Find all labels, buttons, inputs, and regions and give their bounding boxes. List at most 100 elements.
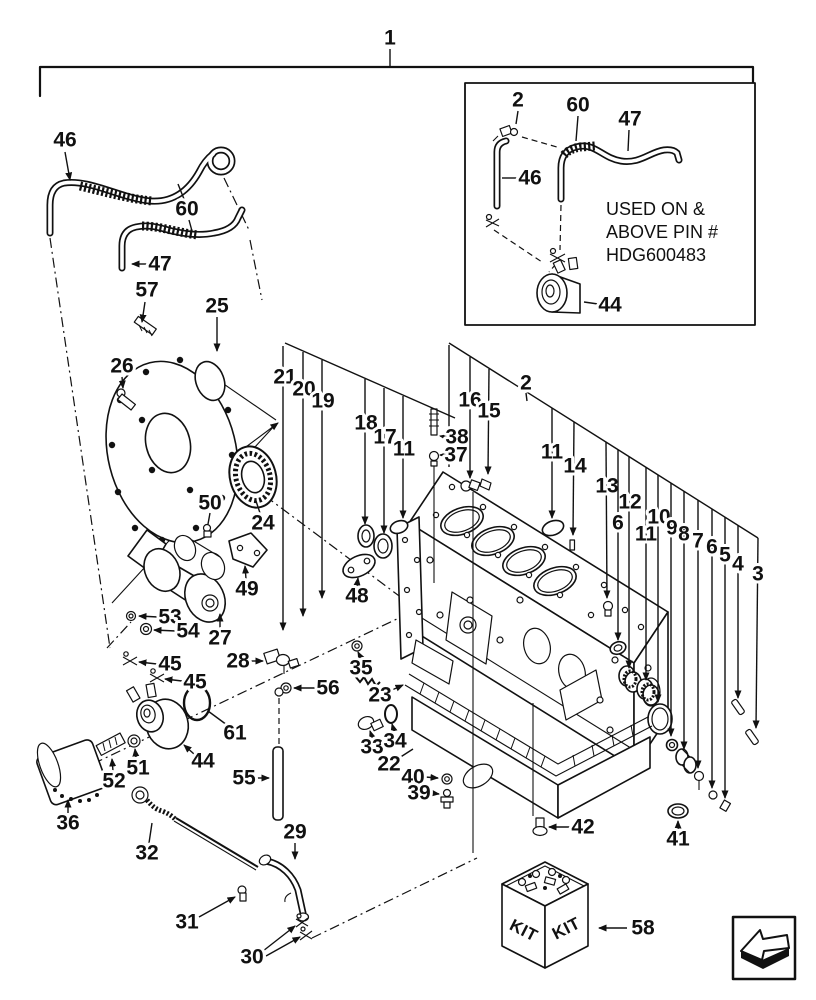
bolt-35 — [351, 640, 363, 652]
callout-6: 6 — [612, 512, 624, 535]
leader-line-24 — [255, 500, 261, 514]
clip-15 — [479, 478, 492, 491]
callout-55: 55 — [232, 767, 256, 790]
oil-pan-22 — [411, 696, 651, 819]
inset-note-line1: USED ON & — [606, 199, 705, 219]
inset-box: USED ON & ABOVE PIN # HDG600483 — [464, 82, 756, 326]
oil-pressure-sender-28 — [263, 648, 300, 674]
callout-45: 45 — [183, 671, 207, 694]
bolt-26 — [116, 388, 136, 411]
callout-35: 35 — [349, 657, 373, 680]
leader-line-60 — [188, 219, 193, 232]
assembly-bracket — [38, 65, 755, 98]
inset-hose-47 — [548, 141, 683, 273]
leader-line-51 — [132, 748, 140, 759]
leader-line-47 — [627, 129, 630, 152]
callout-10: 10 — [647, 506, 670, 529]
callout-42: 42 — [571, 816, 594, 839]
leader-line-3 — [752, 537, 760, 729]
ball-37 — [428, 450, 440, 467]
washer-56 — [280, 682, 292, 694]
back-arrow-base — [741, 948, 789, 969]
callout-40: 40 — [401, 766, 424, 789]
callout-6: 6 — [706, 536, 718, 559]
callout-38: 38 — [445, 426, 469, 449]
oring-61 — [182, 684, 212, 722]
callout-57: 57 — [135, 279, 158, 302]
leader-line-60 — [177, 183, 185, 200]
leader-line-23 — [391, 684, 404, 692]
callout-5: 5 — [719, 544, 731, 567]
leader-line-48 — [353, 577, 361, 587]
callout-50: 50 — [198, 492, 221, 515]
corner-nav-icon[interactable] — [731, 915, 797, 981]
callout-15: 15 — [477, 400, 501, 423]
callout-25: 25 — [205, 295, 229, 318]
callout-60: 60 — [566, 94, 589, 117]
dipstick-tube-29 — [258, 854, 310, 922]
callout-41: 41 — [666, 828, 690, 851]
callout-20: 20 — [292, 378, 315, 401]
callout-45: 45 — [158, 653, 182, 676]
dipstick-32 — [131, 786, 259, 871]
tube-55 — [272, 687, 284, 821]
callout-31: 31 — [175, 911, 199, 934]
bolt-39 — [440, 788, 454, 809]
callout-3: 3 — [752, 563, 764, 586]
leader-line-45 — [138, 659, 158, 667]
callout-36: 36 — [56, 812, 79, 835]
seals-left — [357, 519, 409, 559]
callout-56: 56 — [316, 677, 339, 700]
callout-11: 11 — [393, 438, 416, 461]
starter-27 — [127, 529, 227, 623]
stud-57 — [133, 315, 157, 337]
leader-line-39 — [430, 789, 440, 797]
callout-2: 2 — [520, 372, 532, 395]
callout-61: 61 — [223, 722, 247, 745]
inset-oil-cooler-44 — [536, 256, 581, 314]
leader-line-26 — [118, 376, 126, 389]
inset-note-line2: ABOVE PIN # — [606, 222, 718, 242]
callout-24: 24 — [251, 512, 275, 535]
callout-29: 29 — [283, 821, 306, 844]
leader-line-35 — [357, 651, 365, 661]
leader-line-30 — [265, 936, 301, 957]
kit-box-58: KIT KIT — [501, 861, 589, 969]
oil-cooler-44 — [125, 682, 190, 750]
callout-44: 44 — [598, 294, 622, 317]
plug-11b — [541, 519, 565, 537]
leader-line-2 — [515, 110, 519, 125]
cover-49 — [228, 532, 268, 568]
gasket-48 — [342, 553, 376, 579]
callout-4: 4 — [732, 553, 744, 576]
callout-19: 19 — [311, 390, 334, 413]
leader-line-2 — [525, 392, 528, 402]
leader-line-38 — [439, 434, 449, 441]
leader-line-32 — [148, 822, 153, 844]
callout-58: 58 — [631, 917, 655, 940]
leader-line-61 — [207, 710, 228, 726]
callout-12: 12 — [618, 491, 641, 514]
nipple-52 — [95, 732, 126, 757]
leader-line-44 — [583, 301, 599, 305]
nut-53 — [125, 610, 137, 622]
leader-line-45 — [164, 676, 183, 684]
clamp-45a — [122, 651, 138, 666]
leader-line-34 — [390, 723, 398, 733]
leader-line-60 — [575, 115, 579, 142]
callout-layer: 1466047572526502449275354454528564835236… — [50, 24, 767, 972]
pin-14 — [569, 539, 576, 551]
clamps-30 — [295, 913, 313, 941]
bearing-parts-right — [609, 640, 759, 812]
bolt-42 — [532, 817, 548, 837]
leader-line-13 — [603, 441, 611, 599]
callout-11: 11 — [635, 523, 658, 546]
oring-34 — [384, 704, 398, 724]
block-side-details — [426, 556, 664, 734]
callout-34: 34 — [383, 730, 407, 753]
callout-46: 46 — [53, 129, 76, 152]
callout-9: 9 — [666, 517, 678, 540]
cap-41 — [667, 803, 689, 819]
callout-7: 7 — [692, 530, 704, 553]
callout-39: 39 — [407, 782, 430, 805]
